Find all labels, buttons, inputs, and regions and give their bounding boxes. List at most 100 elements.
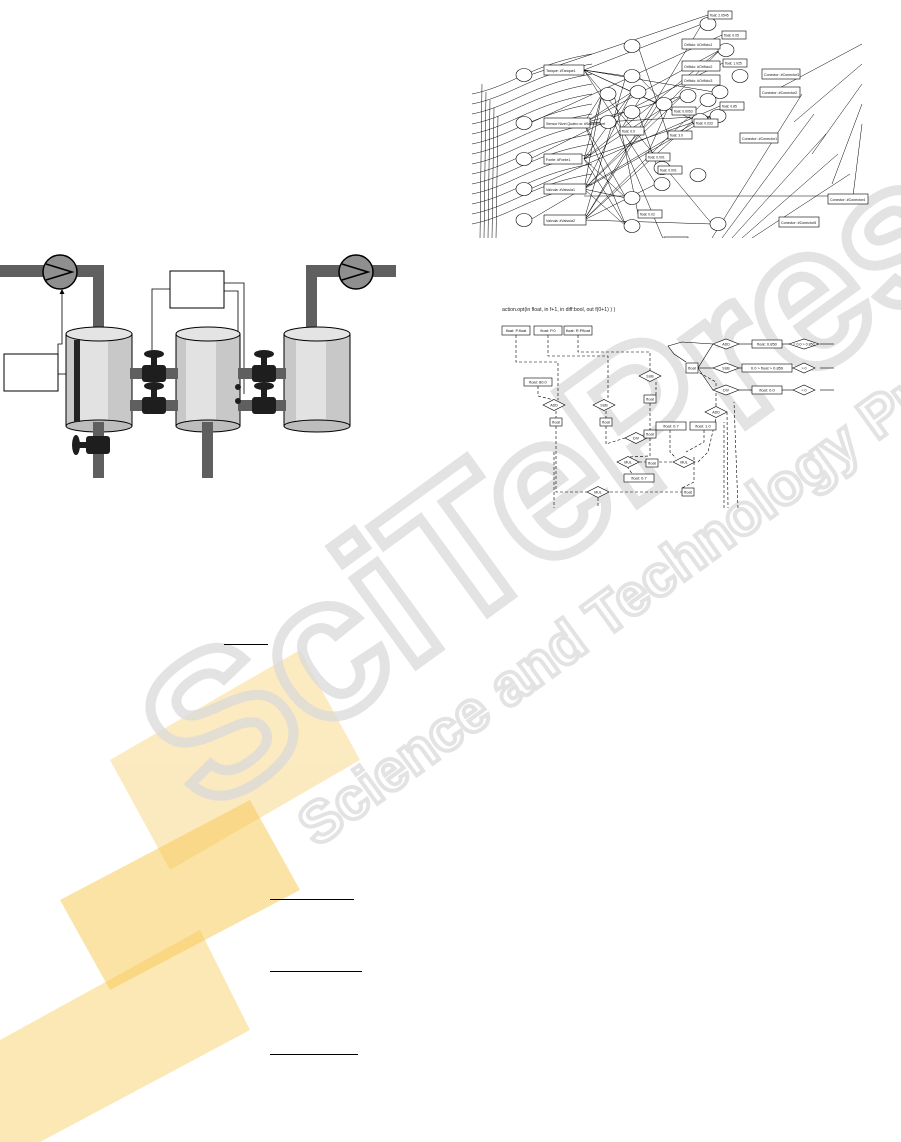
dataflow-op-diamond: MUL — [616, 456, 640, 468]
network-class-label: Orificio: #Orificio3 — [684, 79, 712, 83]
dataflow-input-box: float: P.0 — [533, 325, 563, 336]
pump-right-assembly — [306, 254, 396, 341]
fraction-rule-1 — [224, 644, 268, 645]
network-state-node — [515, 182, 533, 196]
network-float-box: float: 0.0053 — [671, 106, 697, 116]
network-class-label: Conector: #Conector4 — [830, 198, 865, 202]
network-float-label: float: 3.0 — [670, 134, 683, 138]
network-class-box: Tanque: #Tanque1 — [543, 64, 585, 76]
drain-pipe-left — [72, 422, 110, 478]
network-state-node — [699, 17, 717, 31]
dataflow-op-label: > 0 — [801, 366, 806, 370]
dataflow-float-box: float: 1.0 — [689, 421, 717, 431]
dataflow-op-diamond: ADD — [542, 399, 566, 411]
dataflow-op-diamond: ADD — [712, 338, 740, 350]
dataflow-op-diamond: < 0 — [792, 384, 816, 396]
dataflow-float-box-label: float: 80.0 — [529, 380, 547, 385]
network-float-label: float: 0.02 — [640, 213, 655, 217]
dataflow-edges — [515, 335, 834, 508]
network-class-box: Conector: #Conector5 — [778, 216, 820, 228]
network-float-box: float: 0.02 — [637, 209, 663, 219]
network-class-box: Valvula: #Valvula2 — [543, 214, 587, 226]
network-state-node — [655, 97, 673, 111]
dataflow-ref-box-label: float — [552, 420, 560, 425]
network-class-box: Conector: #Conector2 — [759, 86, 801, 98]
fraction-rule-2 — [270, 899, 354, 900]
fraction-rule-4 — [270, 1054, 358, 1055]
network-state-node — [623, 219, 641, 233]
dataflow-op-diamond: MUL — [586, 486, 610, 498]
drain-pipe-middle — [202, 422, 213, 478]
dataflow-figure: action.opt(in float, in f+1, in diff:boo… — [501, 307, 834, 508]
dataflow-ref-box: float — [549, 417, 563, 427]
dataflow-op-diamond: > 0 — [792, 362, 816, 374]
network-state-node — [623, 69, 641, 83]
dataflow-op-diamond: SUB — [638, 370, 662, 382]
network-class-label: Fonte: #Fonte1 — [546, 158, 570, 162]
network-class-label: Sensor Nivel Quatro w: #SensorNivel — [546, 122, 606, 126]
fraction-rule-3 — [270, 971, 362, 972]
tank-left — [65, 326, 133, 433]
network-class-box: Orificio: #Orificio2 — [681, 60, 721, 72]
network-class-label: Tanque: #Tanque1 — [546, 69, 576, 73]
network-class-box: Sensor Nivel Quatro w: #SensorNivel — [543, 117, 606, 129]
network-state-node — [709, 217, 727, 231]
controller-box-top — [169, 270, 225, 309]
dataflow-op-label: DIV — [633, 436, 640, 440]
dataflow-op-label: ADD — [712, 410, 720, 414]
dataflow-ref-box-label: float — [646, 432, 654, 437]
network-state-node — [515, 152, 533, 166]
dataflow-ref-box-label: float — [684, 490, 692, 495]
dataflow-op-label: ADD — [722, 342, 730, 346]
network-class-label: Conector: #Conector5 — [781, 221, 816, 225]
network-class-box: Conector: #Conector1 — [739, 132, 779, 144]
dataflow-op-diamond: MUL — [672, 456, 696, 468]
network-class-label: Valvula: #Valvula1 — [546, 188, 575, 192]
dataflow-op-label: ADD — [550, 403, 558, 407]
network-state-node — [599, 115, 617, 129]
network-float-box: float: 0.001 — [645, 152, 671, 162]
dataflow-input-box-label: float: P.0 — [540, 328, 556, 333]
dataflow-float-box: float: 80.0 — [523, 377, 553, 387]
dataflow-float-box-label: float: 0.7 — [631, 476, 647, 481]
network-float-label: float: 2.0545 — [710, 14, 729, 18]
network-class-label: Conector: #Conector2 — [762, 91, 797, 95]
dataflow-op-diamond: = 0.0 > 0.850 — [788, 338, 820, 350]
network-class-label: Orificio: #Orificio1 — [684, 43, 712, 47]
network-class-label: Conector: #Conector1 — [742, 137, 777, 141]
valve-left-top — [142, 350, 166, 382]
dataflow-op-label: SUB — [646, 374, 654, 378]
network-class-box: Fonte: #Fonte1 — [543, 153, 583, 165]
network-float-box: float: 0.001 — [657, 165, 683, 175]
dataflow-op-label: = 0.0 > 0.850 — [793, 342, 814, 346]
network-float-box: float: 0.0015 — [663, 236, 689, 238]
dataflow-float-box: float: 0.7 — [655, 421, 687, 431]
dataflow-ref-box: float — [645, 458, 659, 468]
dataflow-op-label: < 0 — [801, 388, 806, 392]
controller-box-left — [3, 353, 59, 392]
network-state-node — [515, 68, 533, 82]
network-state-node — [699, 93, 717, 107]
dataflow-ref-box-label: float — [688, 366, 696, 371]
dataflow-input-box: float: R.Pfloat — [563, 325, 593, 336]
dataflow-ref-box: float — [643, 429, 657, 439]
network-state-node — [717, 43, 735, 57]
network-float-label: float: 0.0053 — [674, 110, 693, 114]
network-float-box: float: 3.0 — [667, 130, 693, 140]
dataflow-op-label: SUB — [722, 366, 730, 370]
network-float-label: float: 1.025 — [725, 62, 742, 66]
dataflow-op-label: SUB — [600, 403, 608, 407]
dataflow-float-box-label: float: 1.0 — [695, 424, 711, 429]
network-state-node — [731, 69, 749, 83]
network-float-label: float: 0.0 — [622, 130, 635, 134]
dataflow-ref-box-label: float — [646, 397, 654, 402]
network-class-box: Conector: #Conector4 — [827, 193, 869, 205]
tank-system-figure — [0, 254, 396, 478]
dataflow-ref-box: float — [681, 487, 695, 497]
network-float-box: float: 1.025 — [722, 58, 748, 68]
dataflow-right-box: float: 0.850 — [751, 339, 783, 349]
